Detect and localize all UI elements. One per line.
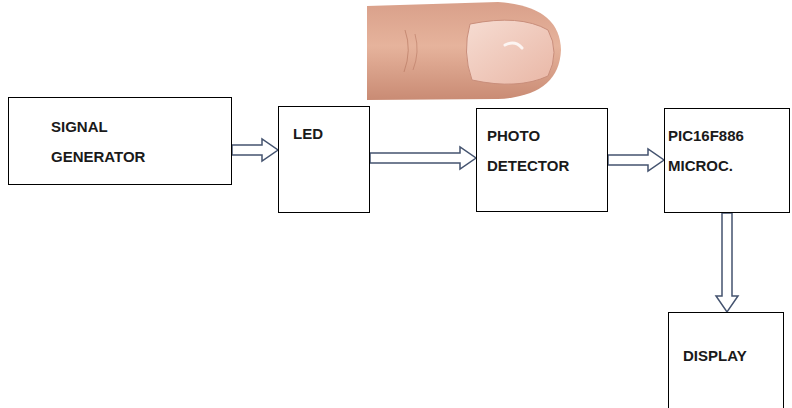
hollow-arrow — [608, 149, 664, 171]
skin-wrinkle — [413, 34, 417, 70]
finger-nail — [466, 20, 554, 84]
skin-wrinkle — [404, 30, 408, 72]
process-box: SIGNAL GENERATOR — [8, 97, 232, 185]
nail-highlight — [505, 43, 522, 48]
process-box: LED — [278, 106, 370, 213]
hollow-arrow — [232, 139, 278, 161]
finger-shape — [367, 2, 561, 100]
process-box: PHOTO DETECTOR — [476, 108, 608, 212]
hollow-arrow — [716, 213, 738, 312]
box-label: LED — [293, 119, 323, 149]
box-label: PHOTO DETECTOR — [487, 121, 587, 181]
hollow-arrow — [370, 147, 476, 169]
box-label: SIGNAL GENERATOR — [51, 112, 169, 172]
box-label: PIC16F886 MICROC. — [668, 121, 784, 181]
box-label: DISPLAY — [683, 341, 747, 371]
process-box: PIC16F886 MICROC. — [664, 108, 790, 213]
process-box: DISPLAY — [668, 312, 784, 408]
